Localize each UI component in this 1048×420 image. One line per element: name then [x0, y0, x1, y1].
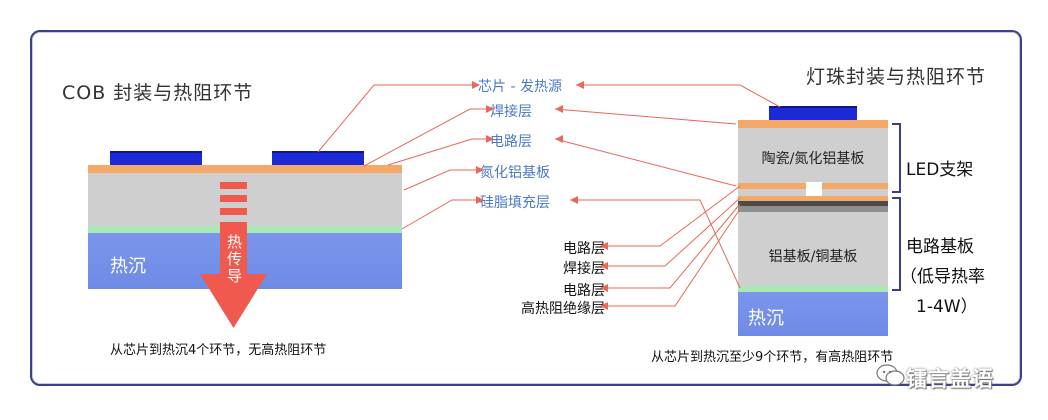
- led-metal-label: 铝基板/铜基板: [768, 249, 858, 265]
- led-silicone-layer: [738, 286, 888, 292]
- watermark-text: 镭言盖语: [906, 367, 994, 391]
- cob-caption: 从芯片到热沉4个环节，无高热阻环节: [110, 343, 327, 358]
- wechat-icon: [876, 364, 905, 386]
- label-aln: 氮化铝基板: [480, 165, 550, 181]
- led-solder-top: [738, 120, 888, 128]
- led-caption: 从芯片到热沉至少9个环节，有高热阻环节: [651, 350, 894, 365]
- label-insulation: 高热阻绝缘层: [521, 301, 605, 317]
- label-circuit: 电路层: [490, 134, 532, 150]
- led-bracket-label: LED支架: [906, 160, 974, 180]
- led-metal-substrate: [738, 212, 888, 286]
- led-insulation-layer: [738, 206, 888, 212]
- heat-arrow: [200, 182, 267, 328]
- cob-title: COB 封装与热阻环节: [62, 82, 254, 104]
- board-label-1: 电路基板: [906, 237, 974, 257]
- label-solder: 焊接层: [490, 104, 532, 120]
- led-solder-gap: [806, 182, 822, 200]
- led-solder-lower: [738, 196, 888, 201]
- led-title: 灯珠封装与热阻环节: [806, 66, 987, 88]
- led-circuit-lower: [738, 201, 888, 206]
- label-silicone: 硅脂填充层: [480, 195, 550, 211]
- cob-chip-left: [110, 151, 202, 167]
- label-solder-2: 焊接层: [563, 261, 605, 277]
- led-heat-sink-label: 热沉: [748, 308, 784, 329]
- cob-solder-layer: [88, 165, 402, 173]
- board-label-3: 1-4W）: [916, 297, 978, 317]
- led-heat-sink: [738, 292, 888, 336]
- led-chip: [769, 106, 857, 122]
- right-brackets: [892, 123, 901, 291]
- heat-conduction-label: 热传导: [225, 234, 243, 285]
- board-label-2: （低导热率: [900, 267, 985, 287]
- led-ceramic-label: 陶瓷/氮化铝基板: [761, 151, 865, 167]
- label-circuit-2: 电路层: [563, 283, 605, 299]
- label-chip: 芯片 - 发热源: [478, 79, 562, 95]
- cob-heat-sink-label: 热沉: [110, 256, 146, 277]
- led-ceramic-substrate: [738, 128, 888, 183]
- label-circuit-1: 电路层: [563, 241, 605, 257]
